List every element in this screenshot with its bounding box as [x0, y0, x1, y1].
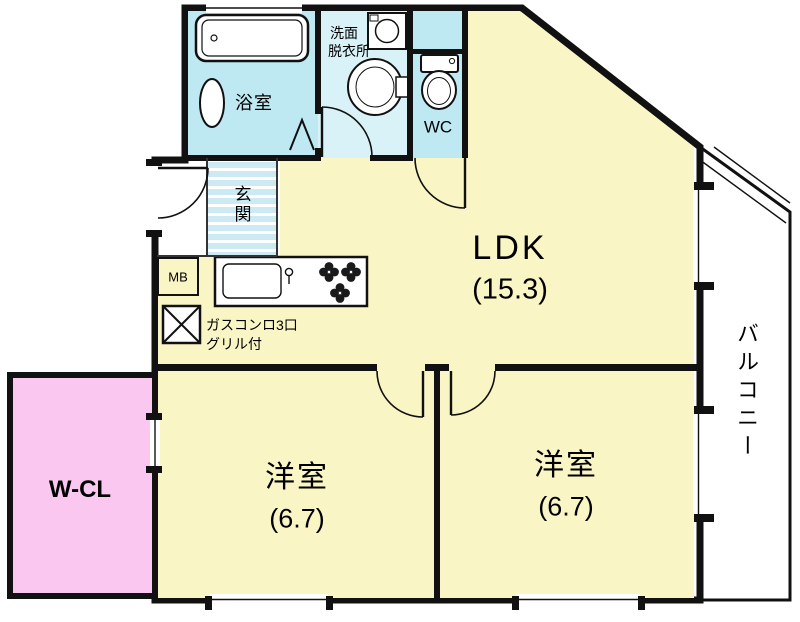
- windows: [146, 3, 714, 610]
- bath-door-fold: [289, 117, 315, 151]
- room-walk-in-closet: [7, 372, 158, 599]
- bath-counter-icon: [199, 78, 225, 128]
- entrance-door-arc: [157, 167, 209, 219]
- wash-basin-icon: [347, 58, 409, 116]
- meter-box-label: MB: [168, 269, 188, 285]
- washroom-door-arc: [321, 106, 373, 158]
- interior-walls: [155, 8, 697, 598]
- room-label-bathroom: 浴室: [235, 93, 273, 113]
- meter-box: [157, 257, 199, 296]
- room-label-ldk: LDK: [472, 229, 548, 267]
- stove-note-line1: ガスコンロ3口: [206, 317, 298, 333]
- room-size-bedroom-left: (6.7): [269, 503, 325, 534]
- room-label-entrance: 玄関: [231, 185, 251, 225]
- kitchen-counter-icon: [213, 255, 369, 308]
- bedroom-left-door-arc: [376, 370, 424, 418]
- room-size-ldk: (15.3): [472, 273, 548, 306]
- room-size-bedroom-right: (6.7): [538, 491, 594, 522]
- pipe-space-icon: [161, 304, 202, 345]
- room-label-walk-in-closet: W-CL: [48, 476, 112, 503]
- room-label-balcony: バルコニー: [734, 322, 759, 462]
- bathtub-icon: [194, 13, 310, 63]
- toilet-icon: [420, 54, 459, 110]
- stove-note-line2: グリル付: [206, 336, 262, 352]
- room-label-bedroom-left: 洋室: [265, 461, 329, 494]
- stove-burners-icon: [319, 262, 361, 303]
- room-label-washroom-2: 脱衣所: [328, 43, 370, 59]
- room-bedrooms: [158, 367, 694, 598]
- bedroom-right-door-arc: [450, 370, 496, 416]
- room-label-toilet: WC: [423, 117, 453, 137]
- washing-machine-icon: [367, 12, 407, 50]
- room-label-bedroom-right: 洋室: [534, 449, 598, 482]
- doors: [146, 106, 496, 418]
- room-label-washroom-1: 洗面: [330, 25, 358, 41]
- toilet-door-arc: [414, 157, 466, 209]
